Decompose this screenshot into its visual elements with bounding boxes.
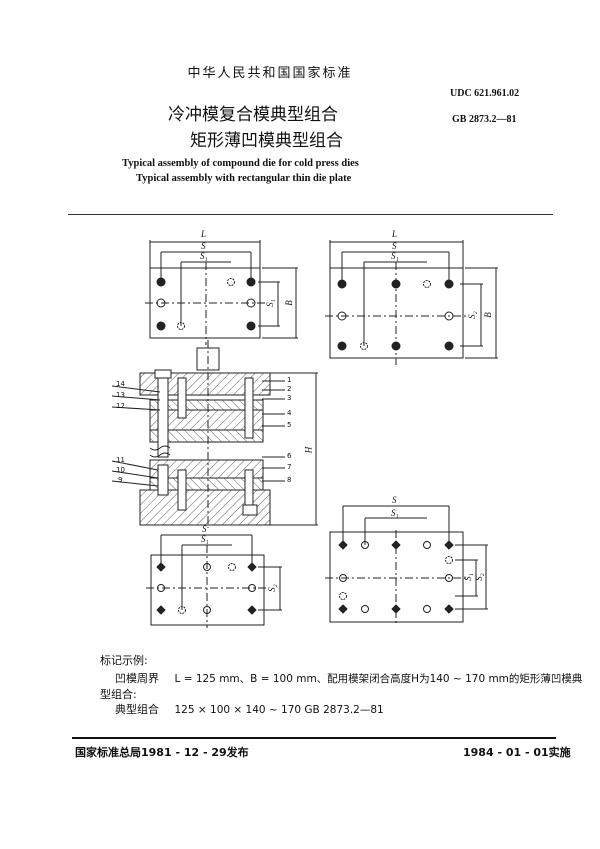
dim-S1-bottom-right: S₁ <box>391 508 399 518</box>
dim-S1-vertical-top-left: S₁ <box>264 299 275 307</box>
title-cn-secondary: 矩形薄凹模典型组合 <box>190 131 343 151</box>
marking-example-line-2: 型组合: <box>100 688 137 701</box>
part-number-13: 13 <box>116 391 125 399</box>
dim-S2-bottom-left: S₂ <box>266 584 277 592</box>
dim-S-bottom-left: S <box>202 524 207 534</box>
plan-view-top-right <box>325 240 498 365</box>
part-number-12: 12 <box>116 402 125 410</box>
part-number-8: 8 <box>287 476 292 484</box>
header-divider <box>68 214 553 215</box>
standard-number: GB 2873.2—81 <box>452 114 517 125</box>
dim-S-bottom-right: S <box>392 495 397 505</box>
udc-code: UDC 621.961.02 <box>450 88 520 99</box>
part-number-1: 1 <box>287 376 292 384</box>
plan-view-top-left <box>145 240 298 345</box>
die-perimeter-label: 凹模周界 <box>115 672 159 685</box>
part-number-3: 3 <box>287 394 292 402</box>
effective-date: 1984 - 01 - 01实施 <box>463 746 571 759</box>
title-en-secondary: Typical assembly with rectangular thin d… <box>136 173 352 184</box>
plan-view-bottom-left <box>146 534 282 628</box>
die-perimeter-spec: L = 125 mm、B = 100 mm、配用模架闭合高度H为140 ~ 17… <box>174 673 583 685</box>
marking-example-line-3: 典型组合 125 × 100 × 140 ~ 170 GB 2873.2—81 <box>115 701 384 717</box>
footer-divider <box>72 737 556 739</box>
part-number-10: 10 <box>116 466 125 474</box>
part-number-9: 9 <box>118 476 123 484</box>
dim-H: H <box>303 446 314 454</box>
marking-example-label: 标记示例: <box>100 654 148 667</box>
section-view <box>111 340 318 528</box>
marking-example-line-1: 凹模周界 L = 125 mm、B = 100 mm、配用模架闭合高度H为140… <box>115 670 582 686</box>
title-cn-primary: 冷冲模复合模典型组合 <box>168 105 338 125</box>
dim-B-top-left: B <box>283 300 294 306</box>
issuing-authority: 中华人民共和国国家标准 <box>187 66 353 81</box>
dim-S1-vertical-bottom-right: S₁ <box>462 573 473 581</box>
dim-S2-bottom-right: S₂ <box>473 573 484 581</box>
typical-assembly-label: 典型组合 <box>115 703 159 716</box>
part-number-4: 4 <box>287 409 292 417</box>
dim-S1-bottom-left: S₁ <box>201 534 209 544</box>
dim-S-top-right: S <box>392 241 397 251</box>
dim-S1-top-right: S₁ <box>391 251 399 261</box>
dim-L-top-left: L <box>201 229 207 239</box>
dim-S2-top-right: S₂ <box>466 311 477 319</box>
part-number-11: 11 <box>116 456 125 464</box>
part-number-6: 6 <box>287 452 292 460</box>
part-number-5: 5 <box>287 421 292 429</box>
plan-view-bottom-right <box>325 505 488 626</box>
dim-B-top-right: B <box>482 312 493 318</box>
dim-S-top-left: S <box>201 241 206 251</box>
dim-S1-top-left: S₁ <box>200 251 208 261</box>
part-number-14: 14 <box>116 380 125 388</box>
typical-assembly-code: 125 × 100 × 140 ~ 170 GB 2873.2—81 <box>174 704 384 716</box>
dim-L-top-right: L <box>392 229 398 239</box>
title-en-primary: Typical assembly of compound die for col… <box>122 158 359 169</box>
issue-date: 国家标准总局1981 - 12 - 29发布 <box>75 746 249 759</box>
part-number-7: 7 <box>287 463 292 471</box>
part-number-2: 2 <box>287 385 292 393</box>
